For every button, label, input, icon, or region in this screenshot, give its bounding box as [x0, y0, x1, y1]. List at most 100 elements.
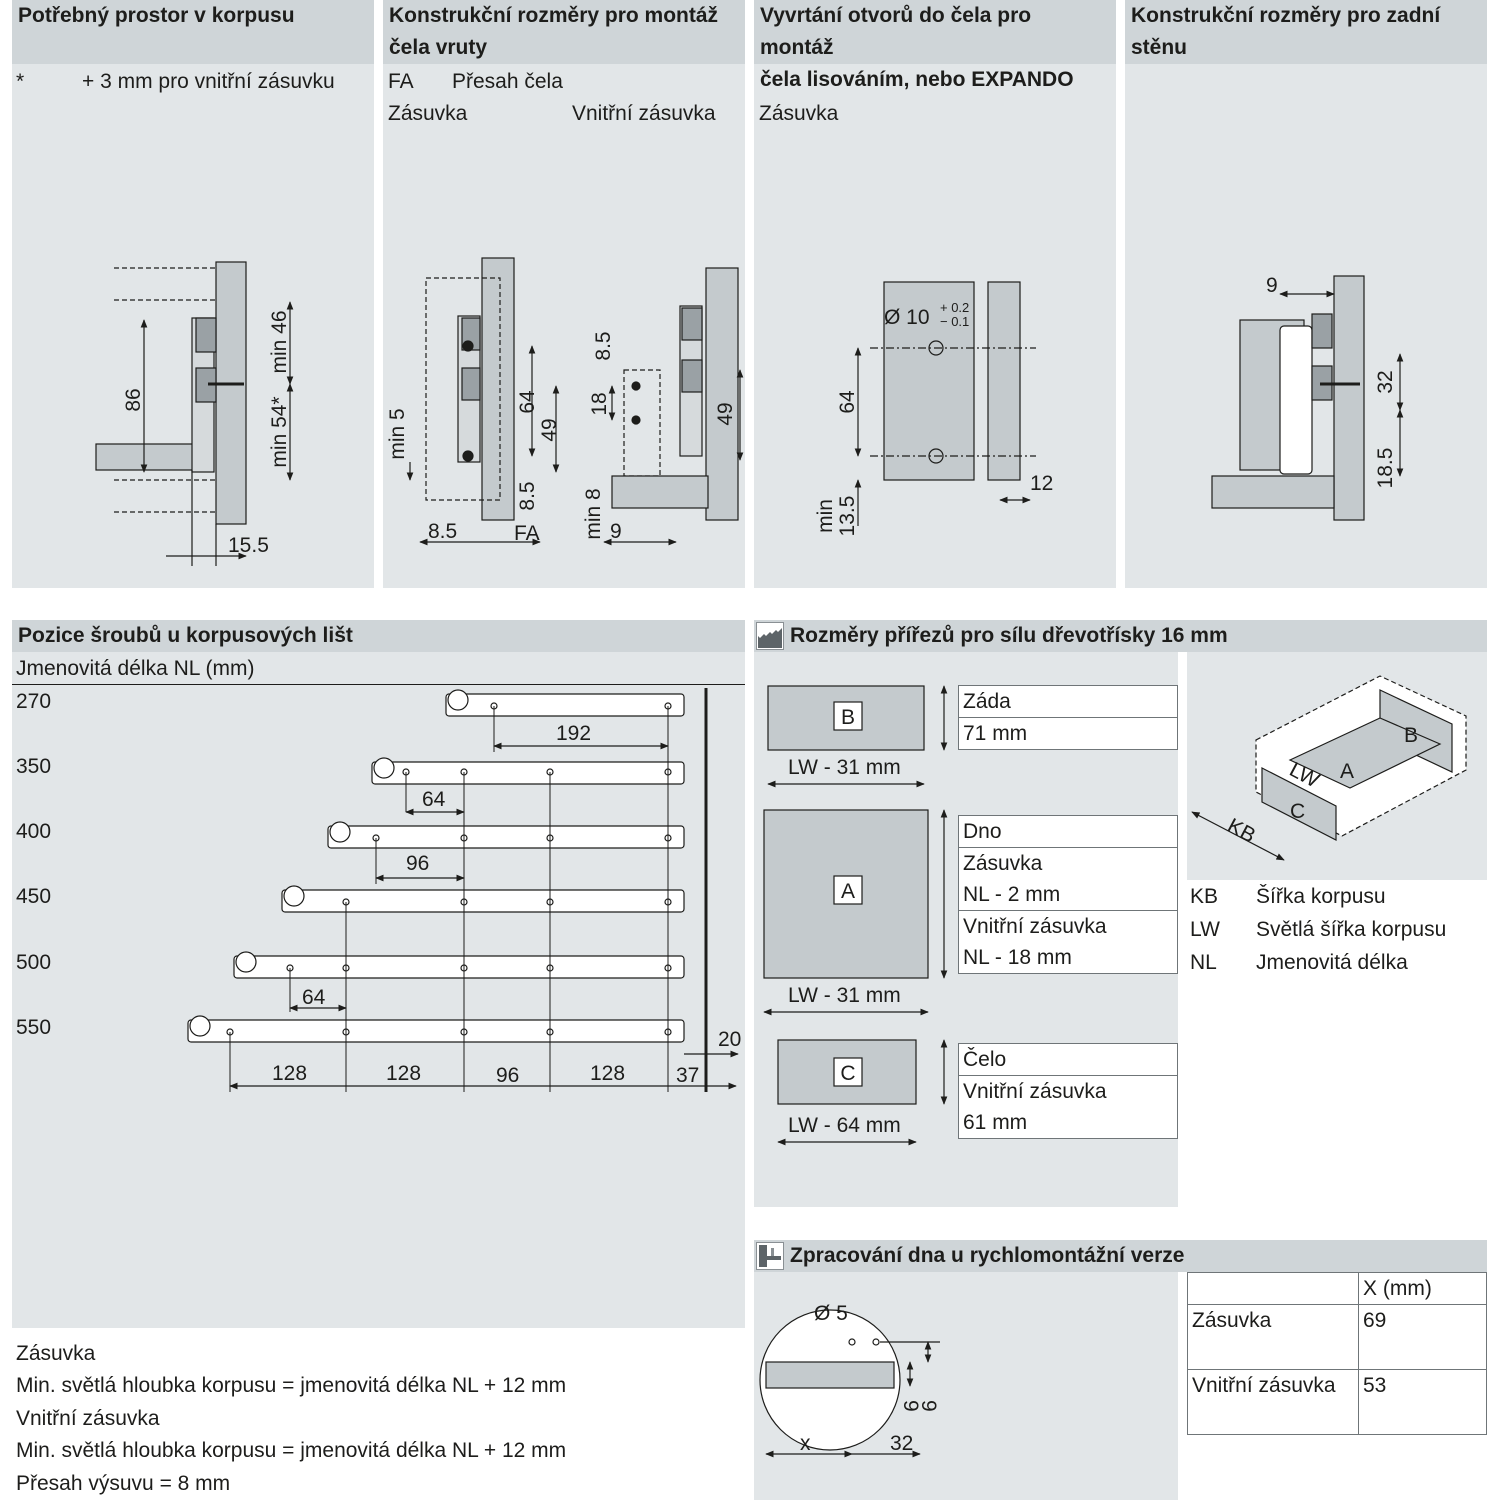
- lower-panel: [114, 479, 216, 513]
- part-a-line: Zásuvka: [963, 852, 1043, 875]
- legend-kb-text: Šířka korpusu: [1256, 885, 1386, 908]
- part-b-table: Záda 71 mm: [958, 685, 1178, 750]
- dim-49: 49: [538, 418, 561, 441]
- part-b-row: 71 mm: [958, 717, 1178, 750]
- panel-cutting-title: Rozměry přířezů pro sílu dřevotřísky 16 …: [754, 620, 1487, 652]
- rail-bar: [187, 1019, 685, 1043]
- dim-128a: 128: [272, 1062, 307, 1085]
- part-c-line: Vnitřní zásuvka: [963, 1080, 1107, 1103]
- rail-bar: [281, 889, 685, 913]
- label-drawer: Zásuvka: [759, 102, 839, 125]
- fa-description: Přesah čela: [452, 70, 563, 93]
- tol-plus: + 0.2: [940, 300, 969, 315]
- dim-min8: min 8: [582, 488, 605, 539]
- dim-9b: 9: [917, 1400, 940, 1412]
- rail-550: [187, 1015, 685, 1043]
- rail-wheel: [329, 821, 351, 843]
- panel-space-requirement: [12, 0, 374, 588]
- dim-9: 9: [1266, 274, 1278, 297]
- x-table-header: X (mm): [1358, 1272, 1487, 1305]
- dim-64: 64: [516, 390, 539, 414]
- iso-a: A: [1340, 760, 1354, 783]
- saw-icon-graphic: [756, 622, 784, 650]
- note-line-1: Zásuvka: [16, 1342, 96, 1365]
- dim-86: 86: [122, 388, 145, 411]
- title-line-2: stěnu: [1131, 36, 1188, 59]
- rail-270: [445, 689, 685, 717]
- x-value-table: X (mm) Zásuvka 69 Vnitřní zásuvka 53: [1187, 1272, 1487, 1435]
- length-550: 550: [16, 1016, 52, 1039]
- part-b-letter-box: [833, 701, 863, 731]
- dim-192: 192: [556, 722, 591, 745]
- note-line-5: Přesah výsuvu = 8 mm: [16, 1472, 231, 1495]
- back-bracket: [1279, 325, 1313, 475]
- part-b-letter: B: [841, 706, 855, 729]
- cutting-parts: [763, 685, 948, 1146]
- part-a-line: Vnitřní zásuvka: [963, 915, 1107, 938]
- drawer-bottom: [1211, 475, 1335, 509]
- screw-hole-top: [462, 340, 474, 352]
- iso-b: B: [1404, 724, 1418, 747]
- part-a-row: Vnitřní zásuvka NL - 18 mm: [958, 910, 1178, 974]
- label-inner-drawer: Vnitřní zásuvka: [572, 102, 716, 125]
- rail-500: [233, 951, 685, 979]
- front-panel-left: [481, 257, 515, 521]
- iso-kb-line: [1191, 811, 1285, 861]
- cabinet-wall: [1333, 275, 1365, 521]
- rail-wheel: [235, 951, 257, 973]
- part-a-line: NL - 18 mm: [963, 946, 1072, 969]
- quick-mount-icon-graphic: [756, 1242, 784, 1270]
- bottom-processing-drawing: [759, 1309, 940, 1458]
- note-line-4: Min. světlá hloubka korpusu = jmenovitá …: [16, 1439, 567, 1462]
- roller-bottom-left: [461, 367, 481, 401]
- quick-mount-icon: [756, 1242, 784, 1270]
- back-wall-drawing: [1211, 275, 1404, 521]
- note-inner-drawer: + 3 mm pro vnitřní zásuvku: [82, 70, 335, 93]
- dim-64a: 64: [422, 788, 446, 811]
- rail-bar: [327, 825, 685, 849]
- dim-dia5: Ø 5: [814, 1302, 848, 1325]
- rail-wheel: [373, 757, 395, 779]
- part-c-letter: C: [840, 1062, 855, 1085]
- note-line-2: Min. světlá hloubka korpusu = jmenovitá …: [16, 1374, 567, 1397]
- dim-96a: 96: [406, 852, 429, 875]
- dim-18: 18: [588, 392, 611, 415]
- dim-9a: 9: [899, 1400, 922, 1412]
- dim-fa: FA: [514, 522, 540, 545]
- bottom-right: [611, 475, 709, 509]
- part-b-width: LW - 31 mm: [788, 756, 901, 779]
- panel-bottom-title: Zpracování dna u rychlomontážní verze: [754, 1240, 1487, 1272]
- dim-min46: min 46: [268, 310, 291, 373]
- length-270: 270: [16, 690, 52, 713]
- front-plate: [883, 281, 975, 481]
- length-350: 350: [16, 755, 52, 778]
- dim-85-bottom: 8.5: [428, 520, 457, 543]
- dim-64b: 64: [302, 986, 326, 1009]
- iso-kb: KB: [1224, 814, 1260, 847]
- rail-bar: [233, 955, 685, 979]
- cutting-title-text: Rozměry přířezů pro sílu dřevotřísky 16 …: [790, 624, 1228, 647]
- title-line-2: čela vruty: [389, 36, 488, 59]
- drawer-bottom: [95, 443, 195, 471]
- dim-96b: 96: [496, 1064, 519, 1087]
- title-line-1: Vyvrtání otvorů do čela pro montáž: [760, 4, 1032, 59]
- title-line-2: čela lisováním, nebo EXPANDO: [760, 68, 1074, 91]
- dim-155: 15.5: [228, 534, 269, 557]
- legend-lw-text: Světlá šířka korpusu: [1256, 918, 1447, 941]
- subtitle-rule: [12, 684, 745, 685]
- screw-hole-bottom: [462, 450, 474, 462]
- rail-450: [281, 885, 685, 913]
- dim-64: 64: [836, 390, 859, 414]
- legend-nl-text: Jmenovitá délka: [1256, 951, 1408, 974]
- rail-350: [371, 757, 685, 785]
- dim-85-right: 8.5: [516, 481, 539, 510]
- rail-400: [327, 821, 685, 849]
- drawer-outline-left: [425, 277, 501, 501]
- panel-front-screws-title: Konstrukční rozměry pro montáž čela vrut…: [383, 0, 745, 64]
- front-panel-right: [705, 267, 739, 521]
- hole-right-b: [631, 415, 641, 425]
- part-a-line: NL - 2 mm: [963, 883, 1061, 906]
- dim-135: 13.5: [836, 496, 859, 537]
- front-plate-side: [987, 281, 1021, 481]
